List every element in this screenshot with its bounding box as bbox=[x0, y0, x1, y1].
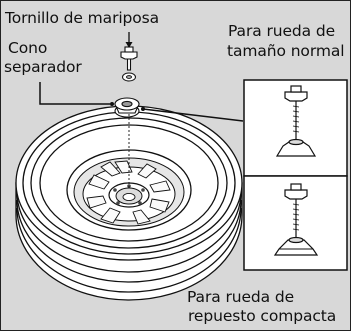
normal-wheel-label-line1: Para rueda de bbox=[228, 22, 336, 40]
wing-bolt-label: Tornillo de mariposa bbox=[5, 9, 160, 27]
spacer-cone-leader bbox=[39, 82, 110, 105]
compact-wheel-cone-icon bbox=[273, 183, 319, 256]
wing-bolt-icon bbox=[120, 32, 138, 71]
spacer-cone-icon bbox=[114, 97, 140, 118]
normal-wheel-cone-icon bbox=[275, 85, 317, 157]
washer-icon bbox=[122, 72, 136, 82]
wheel-rim bbox=[66, 149, 192, 231]
spacer-cone-label-line2: separador bbox=[4, 58, 82, 76]
compact-wheel-label-line1: Para rueda de bbox=[187, 288, 295, 306]
compact-wheel-label-line2: repuesto compacta bbox=[188, 307, 337, 325]
normal-wheel-label-line2: tamaño normal bbox=[227, 42, 345, 60]
spacer-cone-label-line1: Cono bbox=[8, 39, 48, 57]
callout-leader bbox=[142, 108, 244, 122]
wheel-spokes bbox=[86, 160, 171, 225]
